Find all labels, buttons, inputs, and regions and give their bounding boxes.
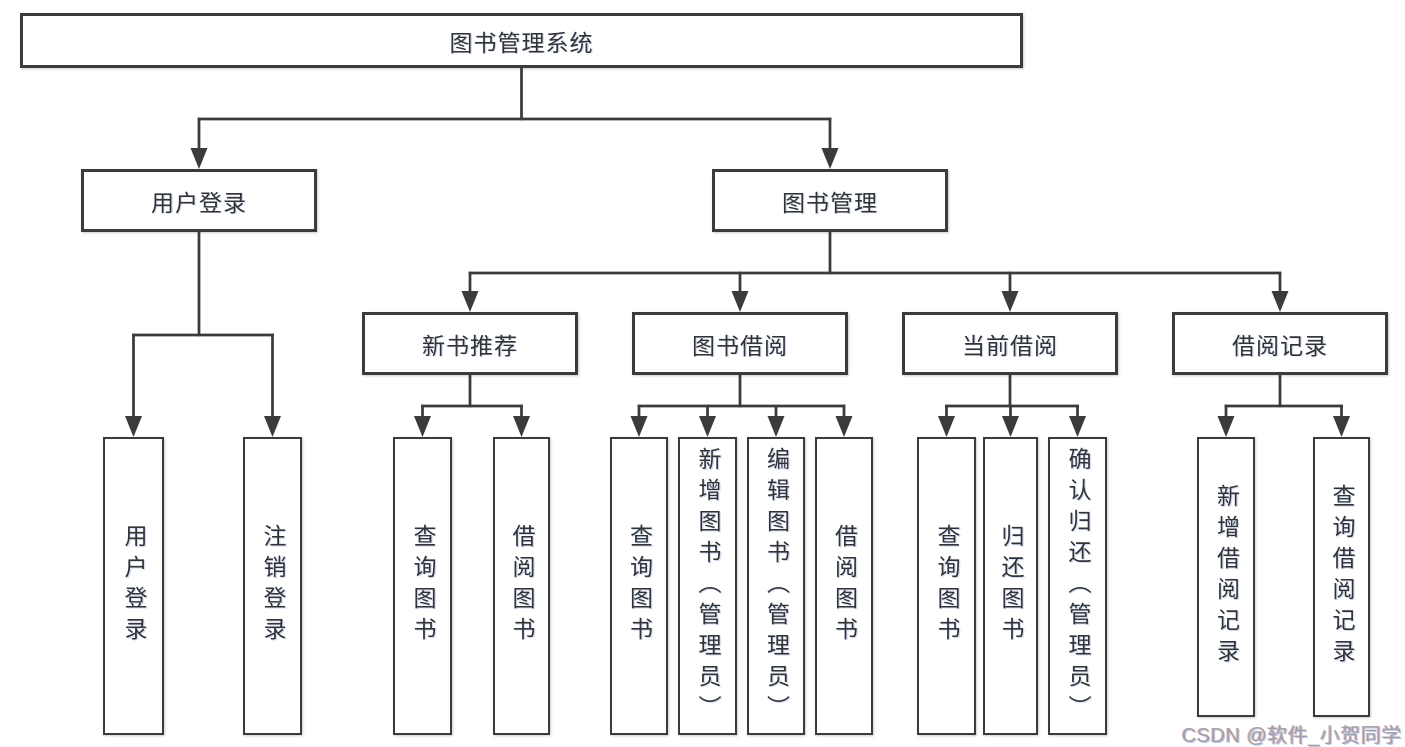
node-label: 新增图书（管理员） (695, 446, 721, 726)
leaf-query-books-recommend: 查询图书 (393, 437, 452, 735)
leaf-confirm-return-admin: 确认归还（管理员） (1048, 437, 1107, 735)
node-borrow-records: 借阅记录 (1172, 312, 1388, 375)
node-label: 图书管理系统 (449, 29, 594, 56)
node-label: 图书借阅 (692, 332, 788, 359)
node-label: 注销登录 (260, 524, 286, 648)
leaf-borrow-books-recommend: 借阅图书 (493, 437, 550, 735)
node-book-borrow: 图书借阅 (632, 312, 848, 375)
leaf-query-books-current: 查询图书 (917, 437, 976, 735)
leaf-user-login: 用户登录 (103, 437, 164, 735)
node-new-book-recommend: 新书推荐 (362, 312, 578, 375)
node-book-management: 图书管理 (712, 169, 948, 232)
node-label: 归还图书 (998, 524, 1024, 648)
node-label: 确认归还（管理员） (1065, 446, 1091, 726)
node-label: 借阅图书 (509, 524, 535, 648)
node-label: 查询图书 (934, 524, 960, 648)
node-label: 借阅记录 (1232, 332, 1328, 359)
node-label: 新书推荐 (422, 332, 518, 359)
node-label: 查询图书 (626, 524, 653, 648)
node-label: 借阅图书 (831, 524, 858, 648)
node-label: 用户登录 (151, 189, 247, 216)
node-label: 查询图书 (410, 524, 436, 648)
node-label: 新增借阅记录 (1213, 484, 1240, 670)
node-label: 用户登录 (121, 524, 147, 648)
node-label: 当前借阅 (962, 332, 1058, 359)
node-label: 编辑图书（管理员） (763, 446, 790, 726)
leaf-add-borrow-record: 新增借阅记录 (1197, 437, 1255, 717)
leaf-query-borrow-record: 查询借阅记录 (1313, 437, 1370, 717)
node-library-system-root: 图书管理系统 (20, 13, 1023, 68)
csdn-watermark: CSDN @软件_小贺同学 (1181, 725, 1402, 747)
leaf-return-books: 归还图书 (983, 437, 1038, 735)
arrowheads (125, 148, 1350, 437)
leaf-query-books-borrow: 查询图书 (610, 437, 668, 735)
leaf-edit-book-admin: 编辑图书（管理员） (747, 437, 805, 735)
node-current-borrow: 当前借阅 (902, 312, 1118, 375)
node-label: 图书管理 (782, 189, 878, 216)
node-label: 查询借阅记录 (1329, 484, 1355, 670)
leaf-add-book-admin: 新增图书（管理员） (678, 437, 737, 735)
node-user-login: 用户登录 (81, 169, 317, 232)
leaf-borrow-books: 借阅图书 (815, 437, 873, 735)
leaf-logout: 注销登录 (243, 437, 302, 735)
